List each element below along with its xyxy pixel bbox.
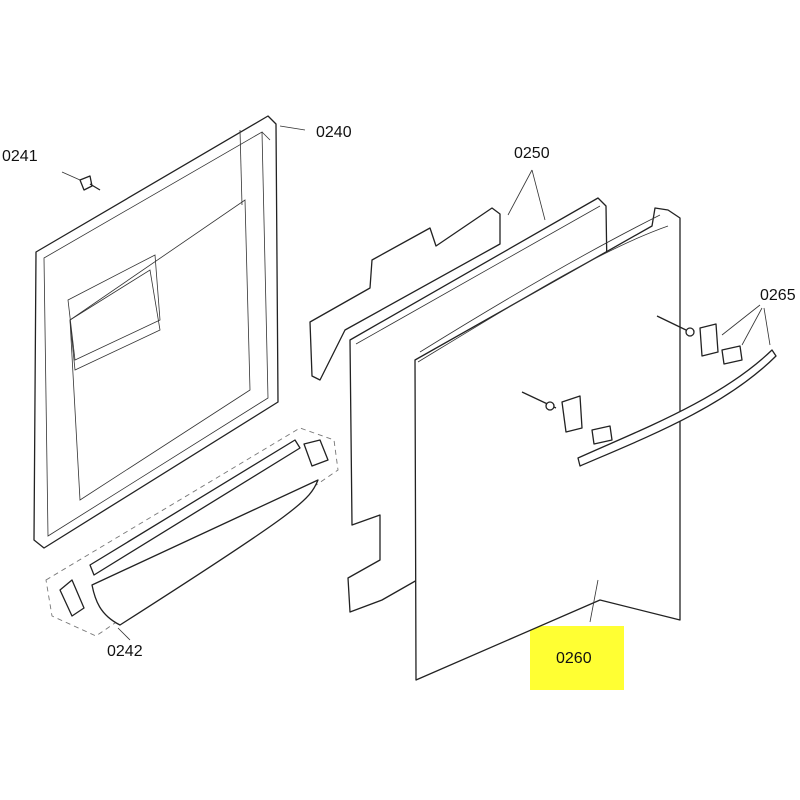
part-door-panel[interactable] (414, 207, 681, 681)
label-0240: 0240 (316, 124, 352, 141)
highlight-0260 (530, 626, 624, 690)
label-0260: 0260 (556, 650, 592, 667)
part-handle-kit[interactable] (521, 315, 777, 467)
part-inner-door[interactable] (33, 115, 279, 549)
part-kick-strip[interactable] (45, 427, 339, 637)
label-0265: 0265 (760, 287, 796, 304)
label-0241: 0241 (2, 148, 38, 165)
part-screw[interactable] (61, 171, 101, 191)
label-0250: 0250 (514, 145, 550, 162)
label-0242: 0242 (107, 643, 143, 660)
